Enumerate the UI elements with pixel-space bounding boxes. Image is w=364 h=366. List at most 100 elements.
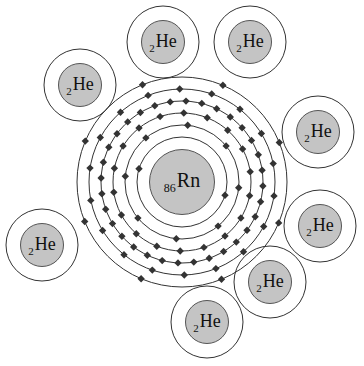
- electron-dot: [97, 174, 104, 181]
- helium-shell: [171, 286, 243, 358]
- electron-dot: [153, 243, 160, 250]
- electron-dot: [99, 227, 106, 234]
- element-label: 2He: [66, 74, 94, 97]
- electron-shell: [101, 101, 263, 263]
- element-label: 2He: [256, 271, 284, 294]
- atomic-number: 2: [256, 282, 262, 294]
- electron-shell: [137, 137, 227, 227]
- helium-shells: [6, 6, 356, 358]
- electron-dot: [233, 238, 240, 245]
- electron-dot: [110, 189, 117, 196]
- helium-shell: [214, 6, 286, 78]
- electron-dot: [247, 168, 254, 175]
- helium-nucleus: 2He: [20, 223, 64, 267]
- electron-dot: [135, 124, 142, 131]
- electron-shells: [77, 77, 287, 287]
- electron-shell: [89, 89, 275, 275]
- atomic-number: 2: [66, 85, 72, 97]
- electrons: [81, 81, 283, 283]
- electron-dot: [182, 97, 189, 104]
- element-symbol: He: [263, 271, 284, 291]
- electron-dot: [81, 218, 88, 225]
- electron-dot: [270, 192, 277, 199]
- nucleus-circle: 86Rn: [149, 149, 215, 215]
- element-label: 2He: [304, 121, 332, 144]
- electron-dot: [98, 190, 105, 197]
- electron-dot: [236, 106, 243, 113]
- electron-dot: [133, 230, 140, 237]
- electron-dot: [221, 232, 228, 239]
- electron-dot: [258, 130, 265, 137]
- electron-dot: [208, 90, 215, 97]
- electron-dot: [198, 100, 205, 107]
- electron-dot: [176, 85, 183, 92]
- electron-dot: [177, 247, 184, 254]
- electron-dot: [137, 109, 144, 116]
- electron-dot: [109, 220, 116, 227]
- electron-dot: [120, 251, 127, 258]
- electron-dot: [124, 118, 131, 125]
- electron-shell: [77, 77, 287, 287]
- element-label: 2He: [236, 31, 264, 54]
- helium-shell: [127, 6, 199, 78]
- atomic-number: 2: [236, 42, 242, 54]
- electron-dot: [204, 114, 211, 121]
- helium-nucleus: 2He: [185, 300, 229, 344]
- helium-shell: [44, 49, 116, 121]
- electron-dot: [149, 266, 156, 273]
- electron-dot: [219, 82, 226, 89]
- electron-dot: [134, 214, 141, 221]
- electron-dot: [167, 98, 174, 105]
- helium-shell: [282, 96, 354, 168]
- helium-nucleus: 2He: [296, 110, 340, 154]
- atomic-number: 2: [149, 42, 155, 54]
- electron-dot: [181, 271, 188, 278]
- element-symbol: He: [73, 74, 94, 94]
- electron-dot: [235, 184, 242, 191]
- electron-dot: [275, 219, 282, 226]
- atomic-number: 2: [193, 322, 199, 334]
- electron-dot: [122, 173, 129, 180]
- electron-dot: [137, 275, 144, 282]
- element-symbol: He: [200, 311, 221, 331]
- electron-shell: [113, 113, 251, 251]
- electron-dot: [87, 197, 94, 204]
- atomic-number: 2: [306, 226, 312, 238]
- electron-dot: [144, 252, 151, 259]
- electron-dot: [206, 255, 213, 262]
- electron-dot: [82, 137, 89, 144]
- element-label: 2He: [306, 215, 334, 238]
- helium-shell: [284, 190, 356, 262]
- electron-dot: [105, 144, 112, 151]
- electron-dot: [212, 265, 219, 272]
- electron-dot: [118, 211, 125, 218]
- electron-dot: [248, 137, 255, 144]
- electron-dot: [239, 145, 246, 152]
- electron-dot: [117, 109, 124, 116]
- electron-dot: [257, 198, 264, 205]
- electron-dot: [151, 102, 158, 109]
- electron-dot: [224, 127, 231, 134]
- electron-dot: [139, 81, 146, 88]
- electron-dot: [184, 122, 191, 129]
- electron-dot: [214, 222, 221, 229]
- electron-dot: [240, 248, 247, 255]
- electron-dot: [100, 159, 107, 166]
- electron-dot: [259, 182, 266, 189]
- electron-dot: [222, 142, 229, 149]
- electron-dot: [255, 151, 262, 158]
- electron-dot: [227, 113, 234, 120]
- electron-dot: [276, 139, 283, 146]
- element-label: 2He: [28, 234, 56, 257]
- electron-dot: [97, 134, 104, 141]
- electron-dot: [221, 192, 228, 199]
- electron-dot: [135, 165, 142, 172]
- electron-dot: [144, 92, 151, 99]
- helium-shell: [234, 246, 306, 318]
- electron-dot: [260, 223, 267, 230]
- electron-dot: [237, 214, 244, 221]
- atomic-number: 86: [164, 181, 176, 195]
- helium-nucleus: 2He: [141, 20, 185, 64]
- electron-dot: [258, 167, 265, 174]
